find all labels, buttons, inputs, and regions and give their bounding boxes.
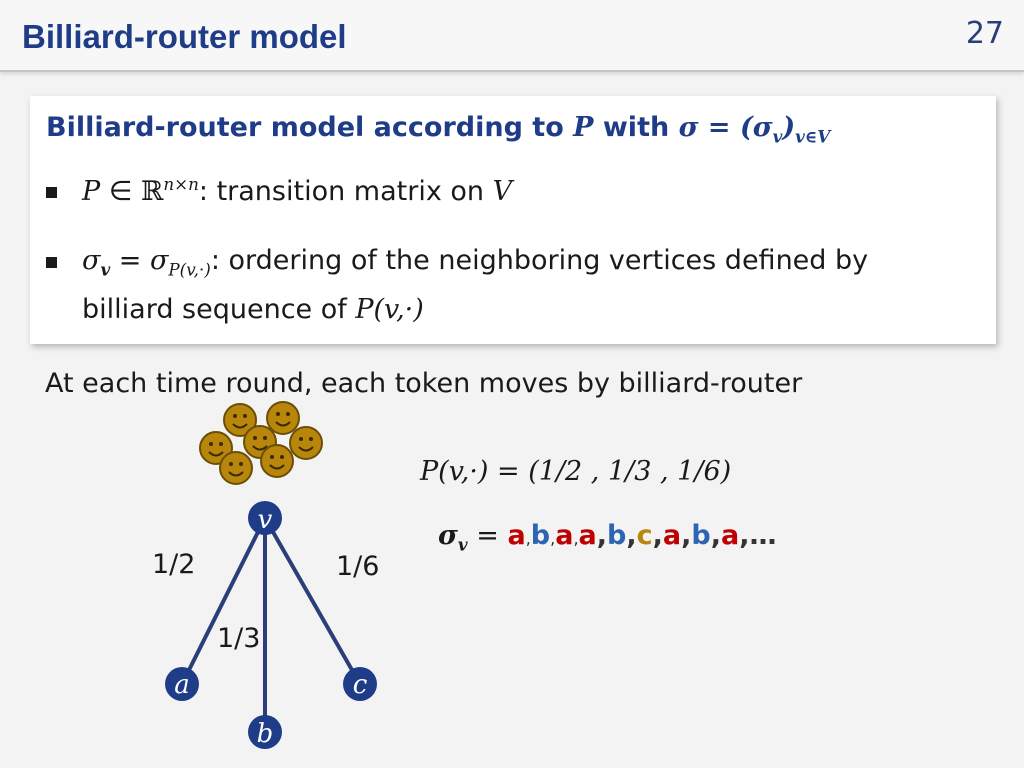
definition-title-with: with <box>593 112 679 143</box>
sigma-eq: = <box>467 520 508 551</box>
node-v-label: v <box>258 505 273 535</box>
sigma-item-a: a <box>662 520 682 551</box>
token-movement-sentence: At each time round, each token moves by … <box>45 368 803 399</box>
definition-title-sub-vinv: v∈V <box>795 126 831 147</box>
edge-weight-va: 1/2 <box>152 549 196 580</box>
bullet-2-text: σv = σP(v,·): ordering of the neighborin… <box>82 245 868 279</box>
sigma-item-b: b <box>691 520 711 551</box>
edge-v-a <box>180 517 267 685</box>
sigma-item-b: b <box>530 520 551 551</box>
bullet-1-marker <box>46 187 57 198</box>
bullet-2-sigma-v: σ <box>82 245 101 276</box>
sigma-comma: , <box>710 520 721 551</box>
definition-title-sigma: σ = (σ <box>678 112 773 143</box>
sigma-comma: , <box>626 520 637 551</box>
smiley-face-icon <box>266 401 300 435</box>
definition-box: Billiard-router model according to P wit… <box>30 96 996 344</box>
edge-weight-vc: 1/6 <box>336 551 380 582</box>
sigma-sequence: σv = a,b,a,a,b,c,a,b,a,… <box>438 520 777 554</box>
definition-title-sub-v: v <box>772 126 783 147</box>
sigma-item-c: c <box>636 520 653 551</box>
page-number: 27 <box>965 16 1004 51</box>
definition-title: Billiard-router model according to P wit… <box>46 112 830 146</box>
node-b <box>248 715 282 749</box>
token-cluster <box>199 401 323 485</box>
sigma-comma: , <box>681 520 692 551</box>
node-c-label: c <box>353 670 368 700</box>
bullet-1-in: ∈ <box>100 176 141 207</box>
definition-title-close: ) <box>782 112 796 143</box>
smiley-face-icon <box>260 444 294 478</box>
sigma-lhs: σ <box>438 520 458 551</box>
bullet-2-Pv: P(v,·) <box>355 294 424 325</box>
node-b-label: b <box>257 719 274 749</box>
slide-header: Billiard-router model 27 <box>0 0 1024 72</box>
sigma-items: a,b,a,a,b,c,a,b,a, <box>507 520 749 551</box>
edge-v-c <box>263 517 362 685</box>
node-v <box>248 501 282 535</box>
transition-row-formula: P(v,·) = (1/2 , 1/3 , 1/6) <box>420 456 732 487</box>
sigma-lhs-sub: v <box>457 534 468 555</box>
bullet-1-V: V <box>492 176 513 207</box>
sigma-comma: , <box>573 529 579 548</box>
sigma-item-b: b <box>607 520 627 551</box>
sigma-item-a: a <box>721 520 740 551</box>
sigma-comma: , <box>739 520 750 551</box>
bullet-1-sup: n×n <box>163 174 199 194</box>
smiley-face-icon <box>289 426 323 460</box>
definition-title-text: Billiard-router model according to <box>46 112 574 143</box>
bullet-2-sub-P: P(v,·) <box>168 259 211 280</box>
bullet-2-desc-2: billiard sequence of <box>82 294 356 325</box>
bullet-1-R: ℝ <box>140 176 164 207</box>
sigma-item-a: a <box>555 520 574 551</box>
bullet-1-P: P <box>82 176 101 207</box>
sigma-comma: , <box>652 520 663 551</box>
node-c <box>343 667 377 701</box>
smiley-face-icon <box>223 403 257 437</box>
sigma-comma: , <box>525 529 531 548</box>
node-a-label: a <box>174 670 190 700</box>
bullet-2-sub-v: v <box>100 259 111 280</box>
definition-title-P: P <box>573 112 594 143</box>
sigma-item-a: a <box>507 520 526 551</box>
graph-edges <box>180 517 362 732</box>
slide-title: Billiard-router model <box>22 18 347 55</box>
edge-weight-vb: 1/3 <box>217 623 261 654</box>
bullet-1-desc: : transition matrix on <box>198 176 493 207</box>
sigma-ellipsis: … <box>749 520 777 551</box>
sigma-comma: , <box>596 520 608 551</box>
bullet-2-marker <box>46 257 57 268</box>
bullet-2-text-cont: billiard sequence of P(v,·) <box>82 294 424 325</box>
graph-nodes: v a b c <box>165 501 377 749</box>
bullet-2-desc: : ordering of the neighboring vertices d… <box>210 245 869 276</box>
bullet-1-text: P ∈ ℝn×n: transition matrix on V <box>82 174 512 207</box>
node-a <box>165 667 199 701</box>
bullet-2-sigma-rhs: σ <box>149 245 169 276</box>
smiley-face-icon <box>219 451 253 485</box>
bullet-2-eq: = <box>110 245 150 276</box>
sigma-comma: , <box>550 529 556 548</box>
sigma-item-a: a <box>578 520 597 551</box>
